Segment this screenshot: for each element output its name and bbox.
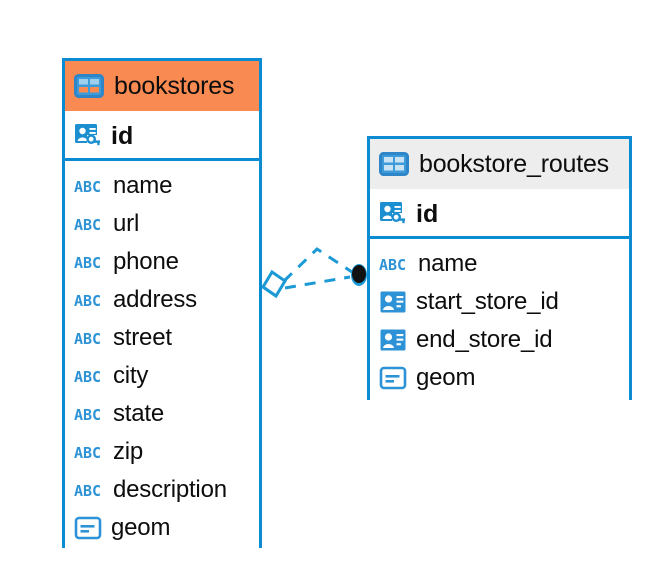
table-bookstores[interactable]: bookstores xyxy=(62,58,262,555)
table-bookstore-routes[interactable]: bookstore_routes xyxy=(367,136,632,405)
field-label: zip xyxy=(113,438,144,465)
field-row[interactable]: geom xyxy=(370,359,629,397)
field-row[interactable]: ABC street xyxy=(65,319,259,357)
field-label: description xyxy=(113,476,227,503)
table-header-bookstores[interactable]: bookstores xyxy=(65,61,259,111)
field-label: start_store_id xyxy=(416,288,559,315)
field-label: geom xyxy=(111,514,171,541)
table-grid-icon xyxy=(74,74,104,98)
field-label: name xyxy=(418,250,478,277)
field-row[interactable]: end_store_id xyxy=(370,321,629,359)
field-label: url xyxy=(113,210,140,237)
abc-icon: ABC xyxy=(74,403,104,425)
relationship-line-upper xyxy=(282,247,353,283)
field-row[interactable]: ABC state xyxy=(65,395,259,433)
primary-key-icon xyxy=(379,199,409,229)
abc-icon: ABC xyxy=(74,441,104,463)
svg-text:ABC: ABC xyxy=(74,482,101,500)
abc-icon: ABC xyxy=(74,175,104,197)
field-row[interactable]: ABC name xyxy=(370,245,629,283)
field-row-primary-key[interactable]: id xyxy=(65,114,259,161)
svg-text:ABC: ABC xyxy=(379,256,406,274)
table-grid-icon xyxy=(379,152,409,176)
field-row[interactable]: ABC zip xyxy=(65,433,259,471)
geometry-icon xyxy=(74,515,102,541)
svg-text:ABC: ABC xyxy=(74,216,101,234)
field-label: phone xyxy=(113,248,179,275)
abc-icon: ABC xyxy=(74,251,104,273)
field-row[interactable]: start_store_id xyxy=(370,283,629,321)
relationship-line-lower xyxy=(284,275,351,290)
field-row[interactable]: ABC city xyxy=(65,357,259,395)
field-label: end_store_id xyxy=(416,326,553,353)
svg-text:ABC: ABC xyxy=(74,330,101,348)
foreign-key-icon xyxy=(379,288,407,316)
field-label: city xyxy=(113,362,149,389)
abc-icon: ABC xyxy=(379,253,409,275)
abc-icon: ABC xyxy=(74,479,104,501)
table-title: bookstores xyxy=(114,71,235,100)
field-row[interactable]: ABC address xyxy=(65,281,259,319)
abc-icon: ABC xyxy=(74,327,104,349)
field-label: address xyxy=(113,286,197,313)
abc-icon: ABC xyxy=(74,289,104,311)
svg-text:ABC: ABC xyxy=(74,254,101,272)
field-list-bookstores: ABC name ABC url ABC pho xyxy=(65,161,259,555)
table-header-bookstore-routes[interactable]: bookstore_routes xyxy=(370,139,629,189)
field-label: id xyxy=(111,121,134,150)
table-title: bookstore_routes xyxy=(419,149,609,178)
field-row[interactable]: ABC description xyxy=(65,471,259,509)
abc-icon: ABC xyxy=(74,365,104,387)
field-label: street xyxy=(113,324,172,351)
svg-text:ABC: ABC xyxy=(74,368,101,386)
svg-text:ABC: ABC xyxy=(74,292,101,310)
field-label: name xyxy=(113,172,173,199)
filled-circle-marker xyxy=(351,264,367,286)
field-list-bookstore-routes: ABC name start_store_id xyxy=(370,239,629,405)
field-row[interactable]: geom xyxy=(65,509,259,547)
header-divider xyxy=(65,111,259,114)
header-divider xyxy=(370,189,629,192)
svg-text:ABC: ABC xyxy=(74,444,101,462)
diamond-marker xyxy=(260,269,288,299)
foreign-key-icon xyxy=(379,326,407,354)
field-label: state xyxy=(113,400,165,427)
svg-text:ABC: ABC xyxy=(74,178,101,196)
abc-icon: ABC xyxy=(74,213,104,235)
field-row[interactable]: ABC url xyxy=(65,205,259,243)
geometry-icon xyxy=(379,365,407,391)
field-row-primary-key[interactable]: id xyxy=(370,192,629,239)
svg-text:ABC: ABC xyxy=(74,406,101,424)
field-label: geom xyxy=(416,364,476,391)
field-row[interactable]: ABC phone xyxy=(65,243,259,281)
field-label: id xyxy=(416,199,439,228)
primary-key-icon xyxy=(74,121,104,151)
field-row[interactable]: ABC name xyxy=(65,167,259,205)
